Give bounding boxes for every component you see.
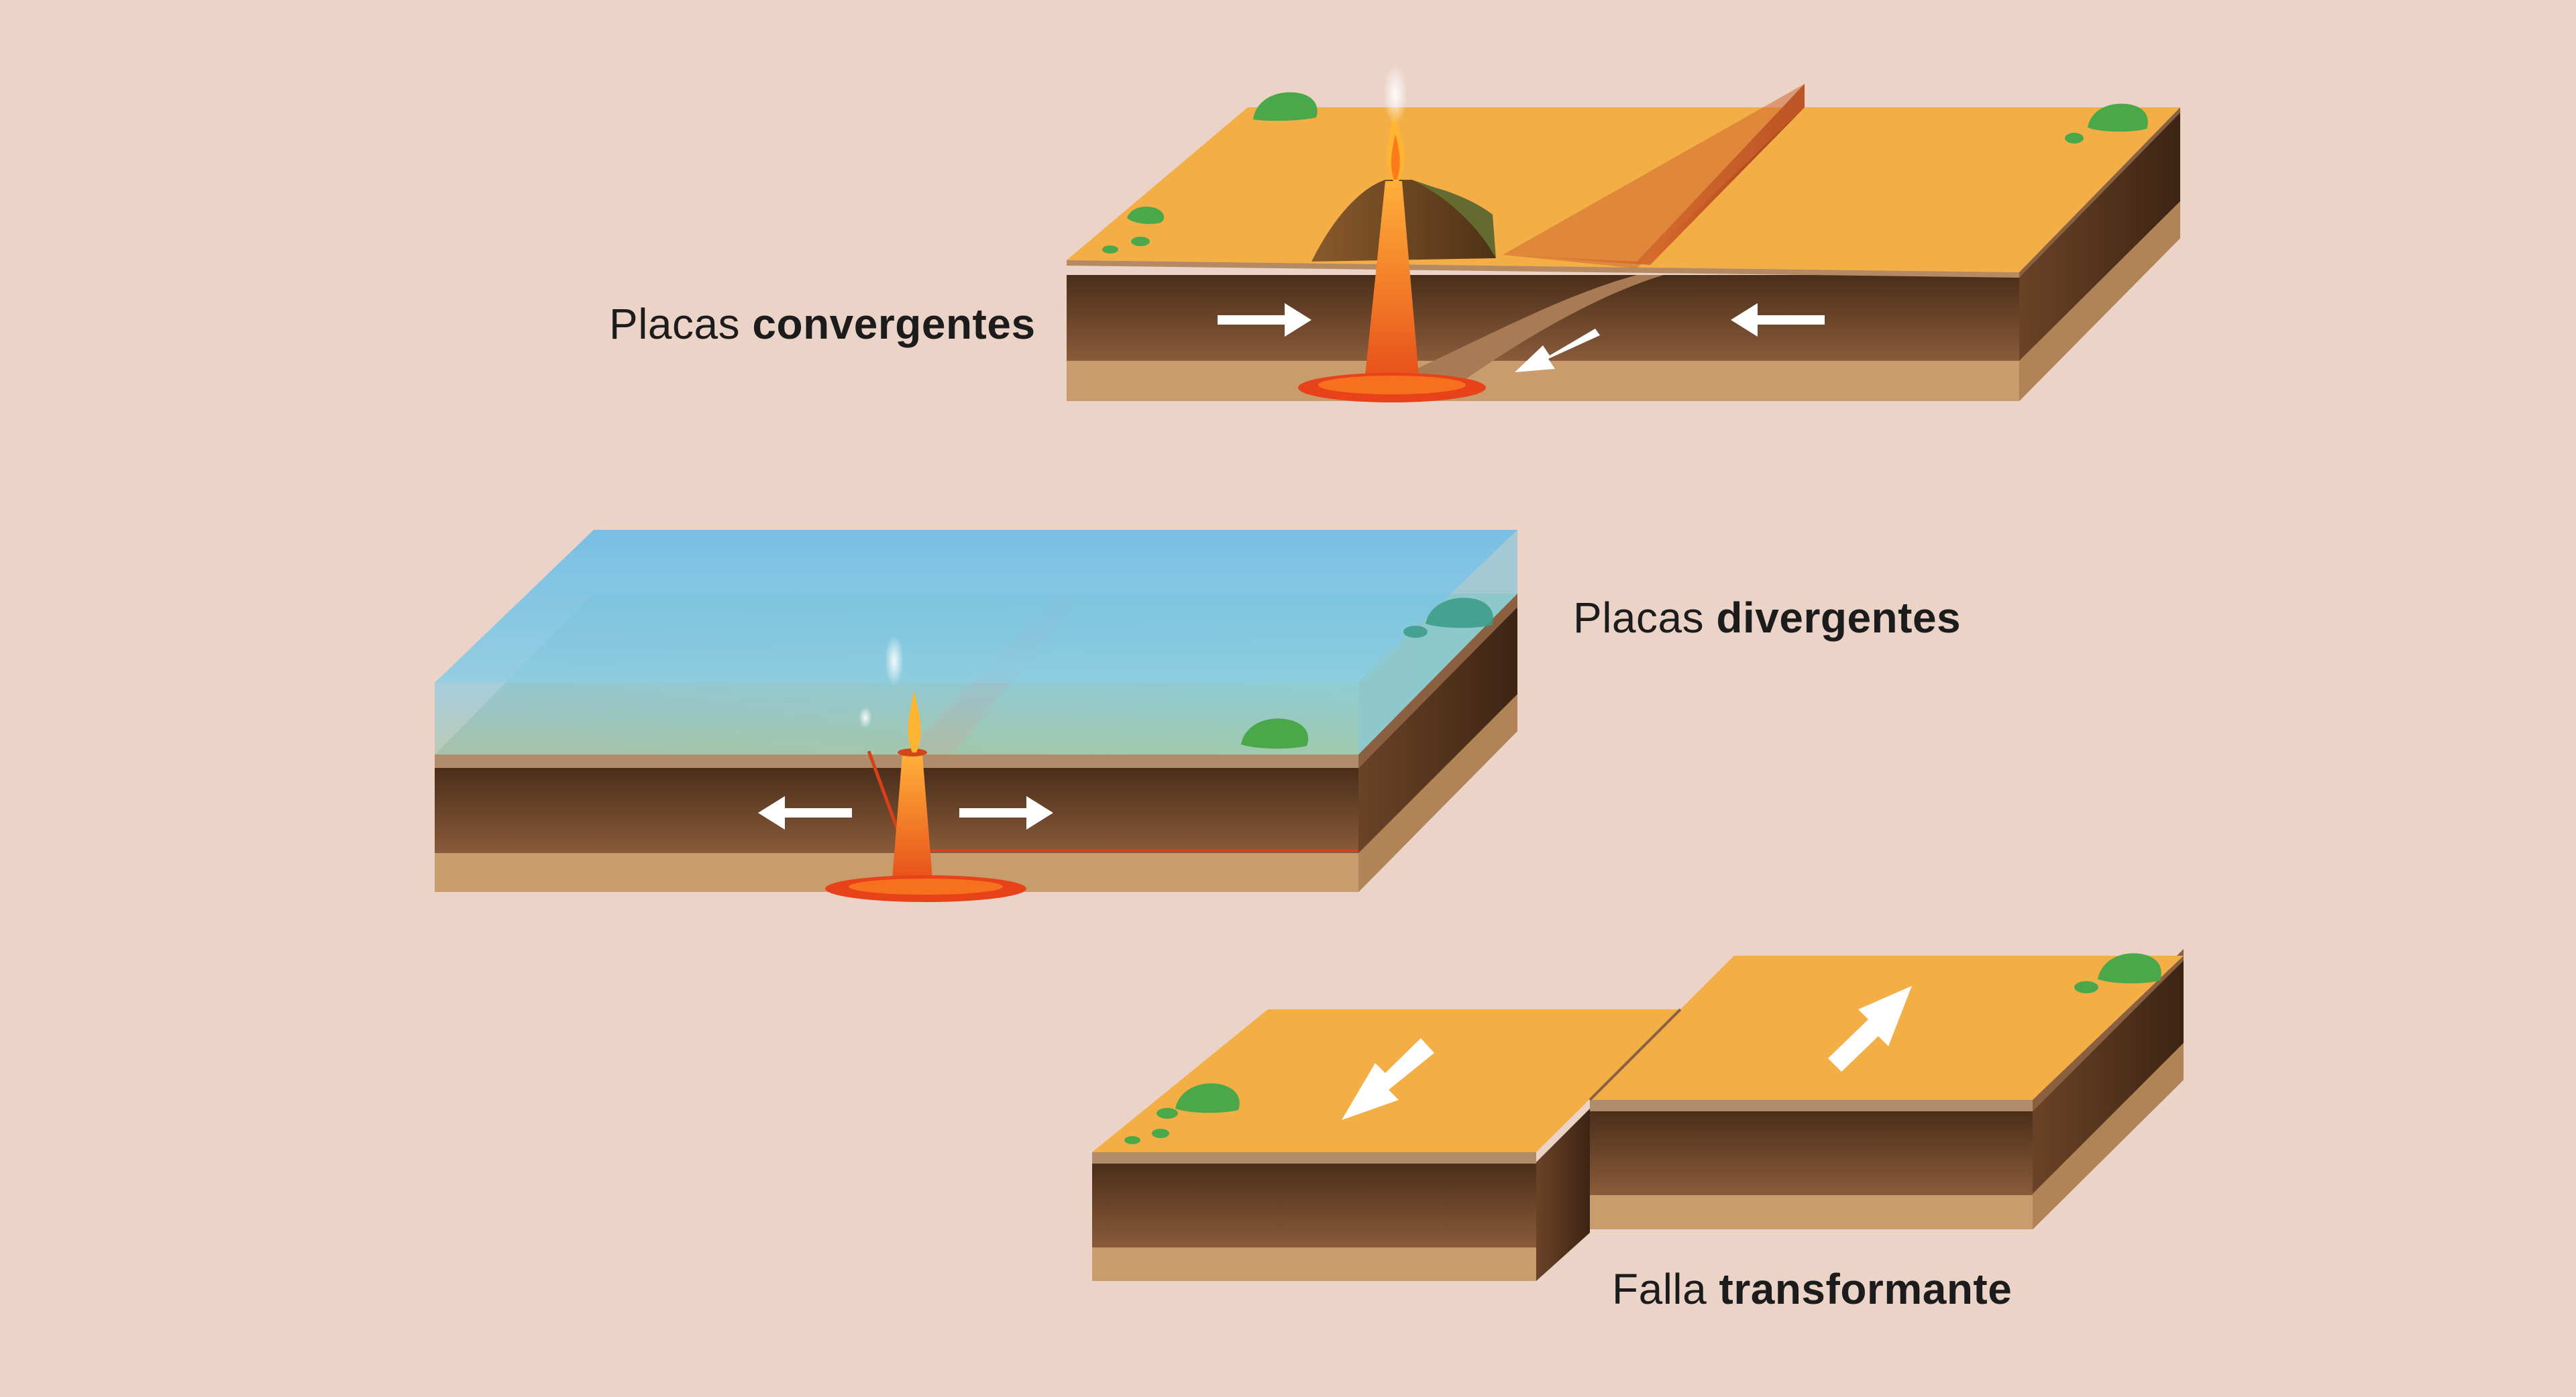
divergent-rock-front — [435, 768, 1358, 853]
label-divergent-strong: divergentes — [1716, 594, 1962, 642]
plant-icon — [1253, 92, 1318, 121]
label-divergent-plates: Placas divergentes — [1573, 593, 1961, 642]
water-front — [435, 683, 1358, 755]
plant-icon — [1175, 1083, 1240, 1113]
divergent-block — [435, 530, 1517, 902]
plant-icon — [2088, 103, 2148, 132]
subducting-slab — [1402, 275, 1664, 396]
plant-icon — [1152, 1129, 1169, 1138]
arrow-down-convergent — [1515, 329, 1600, 372]
arrow-right-convergent — [1218, 303, 1311, 337]
arrow-right-divergent — [959, 796, 1053, 830]
arrow-down-left-transform — [1342, 1038, 1434, 1120]
label-transform-strong: transformante — [1719, 1265, 2012, 1313]
label-transform-prefix: Falla — [1612, 1265, 1719, 1313]
plant-icon — [2065, 133, 2084, 144]
plant-icon — [1157, 1108, 1178, 1119]
plant-icon — [1241, 718, 1309, 749]
plant-icon — [1131, 237, 1150, 246]
label-convergent-strong: convergentes — [752, 300, 1036, 348]
plant-icon — [1102, 245, 1118, 254]
plant-icon — [1403, 626, 1428, 638]
label-convergent-plates: Placas convergentes — [609, 299, 1036, 349]
vent-steam — [885, 635, 904, 686]
plant-icon — [1127, 207, 1165, 224]
arrow-up-right-transform — [1828, 986, 1912, 1072]
transform-block — [1092, 949, 2184, 1281]
label-divergent-prefix: Placas — [1573, 594, 1717, 642]
arrow-left-convergent — [1731, 303, 1825, 337]
label-transform-fault: Falla transformante — [1612, 1264, 2012, 1314]
plant-icon — [2074, 981, 2098, 993]
convergent-block — [1067, 64, 2180, 402]
transform-right-rock — [1590, 1110, 2033, 1195]
plant-icon — [1124, 1136, 1140, 1144]
plant-icon — [1426, 598, 1493, 628]
magma-conduit — [1365, 181, 1419, 376]
fault-line — [1589, 1008, 1682, 1101]
plant-icon — [2098, 953, 2161, 984]
transform-left-rock — [1092, 1162, 1536, 1247]
vent-flame — [908, 691, 921, 752]
magma-conduit — [892, 755, 932, 879]
volcano-steam — [1383, 64, 1407, 124]
arrow-left-divergent — [758, 796, 852, 830]
label-convergent-prefix: Placas — [609, 300, 753, 348]
water-top — [435, 530, 1517, 683]
